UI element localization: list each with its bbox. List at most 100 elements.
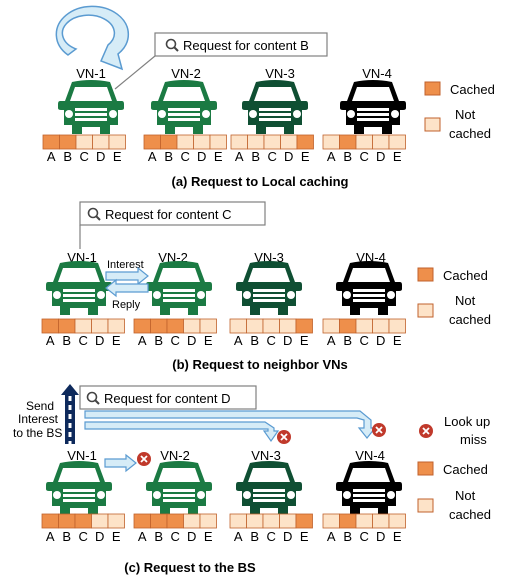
cache-cell bbox=[280, 134, 298, 150]
cache-cell bbox=[176, 134, 194, 150]
cache-cell bbox=[41, 513, 59, 529]
cache-cell bbox=[339, 134, 357, 150]
legend-cached-label: Cached bbox=[443, 462, 488, 477]
cache-cell bbox=[372, 513, 390, 529]
car-icon bbox=[46, 461, 112, 515]
cache-cell bbox=[339, 318, 357, 334]
cache-letter: D bbox=[197, 149, 206, 164]
cache-cell bbox=[262, 513, 280, 529]
search-icon bbox=[165, 38, 179, 52]
cache-cell bbox=[143, 134, 161, 150]
cache-letter: C bbox=[360, 333, 369, 348]
legend-cached-label: Cached bbox=[443, 268, 488, 283]
cache-letter: E bbox=[393, 529, 402, 544]
interest-arrow-to-vn4 bbox=[84, 410, 377, 439]
cache-cell bbox=[209, 134, 227, 150]
vehicle-label-vn-4: VN-4 bbox=[355, 448, 385, 463]
cache-cell bbox=[193, 134, 211, 150]
request-text-a: Request for content B bbox=[183, 38, 309, 53]
cache-cell bbox=[107, 318, 125, 334]
cache-letter: D bbox=[283, 529, 292, 544]
cache-letter: B bbox=[251, 149, 260, 164]
cache-cell bbox=[133, 513, 151, 529]
cache-cell bbox=[75, 134, 93, 150]
cache-letter: C bbox=[267, 333, 276, 348]
cache-letter: D bbox=[187, 333, 196, 348]
cache-letter: D bbox=[376, 149, 385, 164]
car-icon bbox=[146, 261, 212, 315]
cache-letter: B bbox=[250, 333, 259, 348]
cache-cell bbox=[91, 513, 109, 529]
cache-cell bbox=[74, 513, 92, 529]
local-loop-arrow bbox=[55, 5, 130, 71]
cache-letter: B bbox=[63, 149, 72, 164]
legend-cached-swatch bbox=[417, 267, 434, 282]
cache-letter: A bbox=[327, 333, 336, 348]
cache-letter: C bbox=[267, 529, 276, 544]
cache-cell bbox=[229, 513, 247, 529]
cache-letter: B bbox=[164, 149, 173, 164]
request-box-c bbox=[79, 385, 257, 410]
legend-not-cached-swatch bbox=[424, 117, 441, 132]
cache-letter: E bbox=[113, 149, 122, 164]
car-icon bbox=[336, 261, 402, 315]
cache-letter: A bbox=[46, 529, 55, 544]
legend-not-cached-label-1: Not bbox=[455, 488, 476, 503]
cache-letter: A bbox=[234, 529, 243, 544]
cache-letter: D bbox=[376, 529, 385, 544]
cache-letter: C bbox=[80, 149, 89, 164]
interest-label: Interest bbox=[107, 259, 144, 271]
car-icon bbox=[340, 80, 406, 134]
cache-cell bbox=[59, 134, 77, 150]
cache-letter: A bbox=[235, 149, 244, 164]
cache-letter: C bbox=[181, 149, 190, 164]
interest-arrow-to-vn3 bbox=[84, 421, 280, 443]
cache-letter: D bbox=[95, 333, 104, 348]
cache-cell bbox=[166, 318, 184, 334]
vehicle-label-vn-3: VN-3 bbox=[251, 448, 281, 463]
cache-letter: B bbox=[343, 333, 352, 348]
car-icon bbox=[236, 261, 302, 315]
cache-letter: A bbox=[234, 333, 243, 348]
cache-cell bbox=[91, 318, 109, 334]
reply-arrow bbox=[105, 278, 149, 298]
cache-letter: E bbox=[204, 333, 213, 348]
legend-not-cached-label-1: Not bbox=[455, 107, 476, 122]
cache-letter: E bbox=[112, 333, 121, 348]
cache-letter: B bbox=[62, 333, 71, 348]
cache-letter: A bbox=[327, 529, 336, 544]
cache-letter: E bbox=[112, 529, 121, 544]
cache-letter: D bbox=[95, 529, 104, 544]
cache-letter: E bbox=[393, 149, 402, 164]
request-pointer-a bbox=[114, 55, 156, 90]
request-box-a bbox=[154, 32, 328, 57]
request-text-c: Request for content D bbox=[104, 391, 230, 406]
cache-letter: E bbox=[204, 529, 213, 544]
cache-cell bbox=[150, 318, 168, 334]
cache-cell bbox=[166, 513, 184, 529]
cache-cell bbox=[58, 513, 76, 529]
cache-letter: D bbox=[283, 333, 292, 348]
cache-cell bbox=[322, 134, 340, 150]
cache-cell bbox=[372, 318, 390, 334]
cache-cell bbox=[246, 513, 264, 529]
cache-cell bbox=[199, 513, 217, 529]
cache-letter: A bbox=[327, 149, 336, 164]
cache-cell bbox=[388, 513, 406, 529]
cache-letter: A bbox=[138, 529, 147, 544]
cache-letter: E bbox=[214, 149, 223, 164]
car-icon bbox=[58, 80, 124, 134]
cache-letter: E bbox=[393, 333, 402, 348]
legend-lookup-label-2: miss bbox=[460, 432, 487, 447]
vehicle-label-vn-3: VN-3 bbox=[254, 250, 284, 265]
vehicle-label-vn-2: VN-2 bbox=[160, 448, 190, 463]
cache-cell bbox=[279, 318, 297, 334]
caption-c: (c) Request to the BS bbox=[124, 560, 256, 575]
lookup-miss-icon-vn2 bbox=[137, 452, 151, 466]
cache-cell bbox=[183, 513, 201, 529]
legend-not-cached-label-1: Not bbox=[455, 293, 476, 308]
cache-cell bbox=[183, 318, 201, 334]
legend-not-cached-swatch bbox=[417, 303, 434, 318]
cache-cell bbox=[230, 134, 248, 150]
cache-cell bbox=[322, 318, 340, 334]
